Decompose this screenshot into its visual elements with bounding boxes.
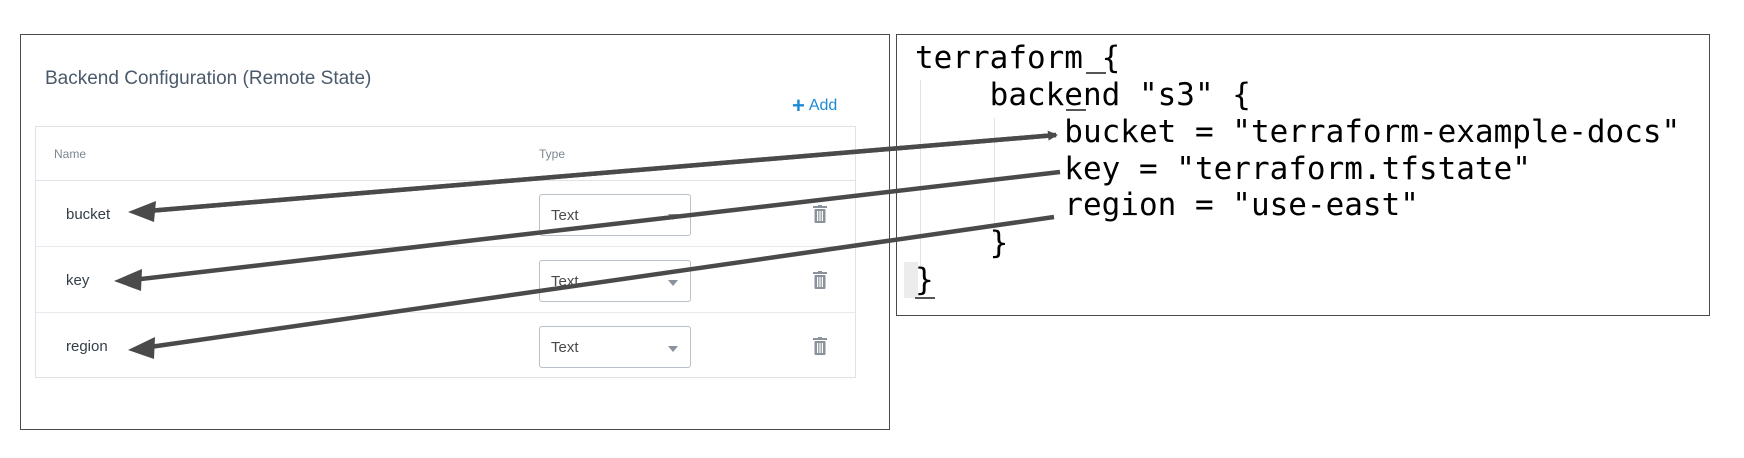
add-button-label: Add [808,97,838,114]
brace-match-underline [1086,72,1106,74]
table-row: bucket Text [36,181,855,247]
code-line-4: key = "terraform.tfstate" [915,151,1531,187]
trash-icon[interactable] [813,337,827,355]
row-name-key: key [66,272,90,289]
panel-title: Backend Configuration (Remote State) [45,68,372,89]
table-row: key Text [36,247,855,313]
code-line-2: backend "s3" { [915,77,1251,113]
add-button[interactable]: + Add [792,93,838,118]
code-line-1: terraform { [915,40,1121,76]
type-select-value: Text [551,207,579,224]
code-line-3: bucket = "terraform-example-docs" [915,114,1681,150]
brace-match-underline [915,297,935,299]
type-select-value: Text [551,339,579,356]
column-header-type: Type [539,147,566,161]
type-select[interactable]: Text [539,326,691,368]
code-line-6: } [915,225,1009,261]
type-select-value: Text [551,273,579,290]
table-row: region Text [36,313,855,379]
chevron-down-icon [668,280,678,286]
backend-config-table: Name Type bucket Text key Text [35,126,856,378]
row-name-region: region [66,338,108,355]
trash-icon[interactable] [813,271,827,289]
chevron-down-icon [668,346,678,352]
type-select[interactable]: Text [539,194,691,236]
column-header-name: Name [54,147,87,161]
code-line-7: } [915,262,934,298]
brace-match-underline [1066,109,1086,111]
trash-icon[interactable] [813,205,827,223]
chevron-down-icon [668,214,678,220]
code-line-5: region = "use-east" [915,187,1419,223]
table-header: Name Type [36,127,855,181]
type-select[interactable]: Text [539,260,691,302]
plus-icon: + [792,93,805,118]
row-name-bucket: bucket [66,206,111,223]
